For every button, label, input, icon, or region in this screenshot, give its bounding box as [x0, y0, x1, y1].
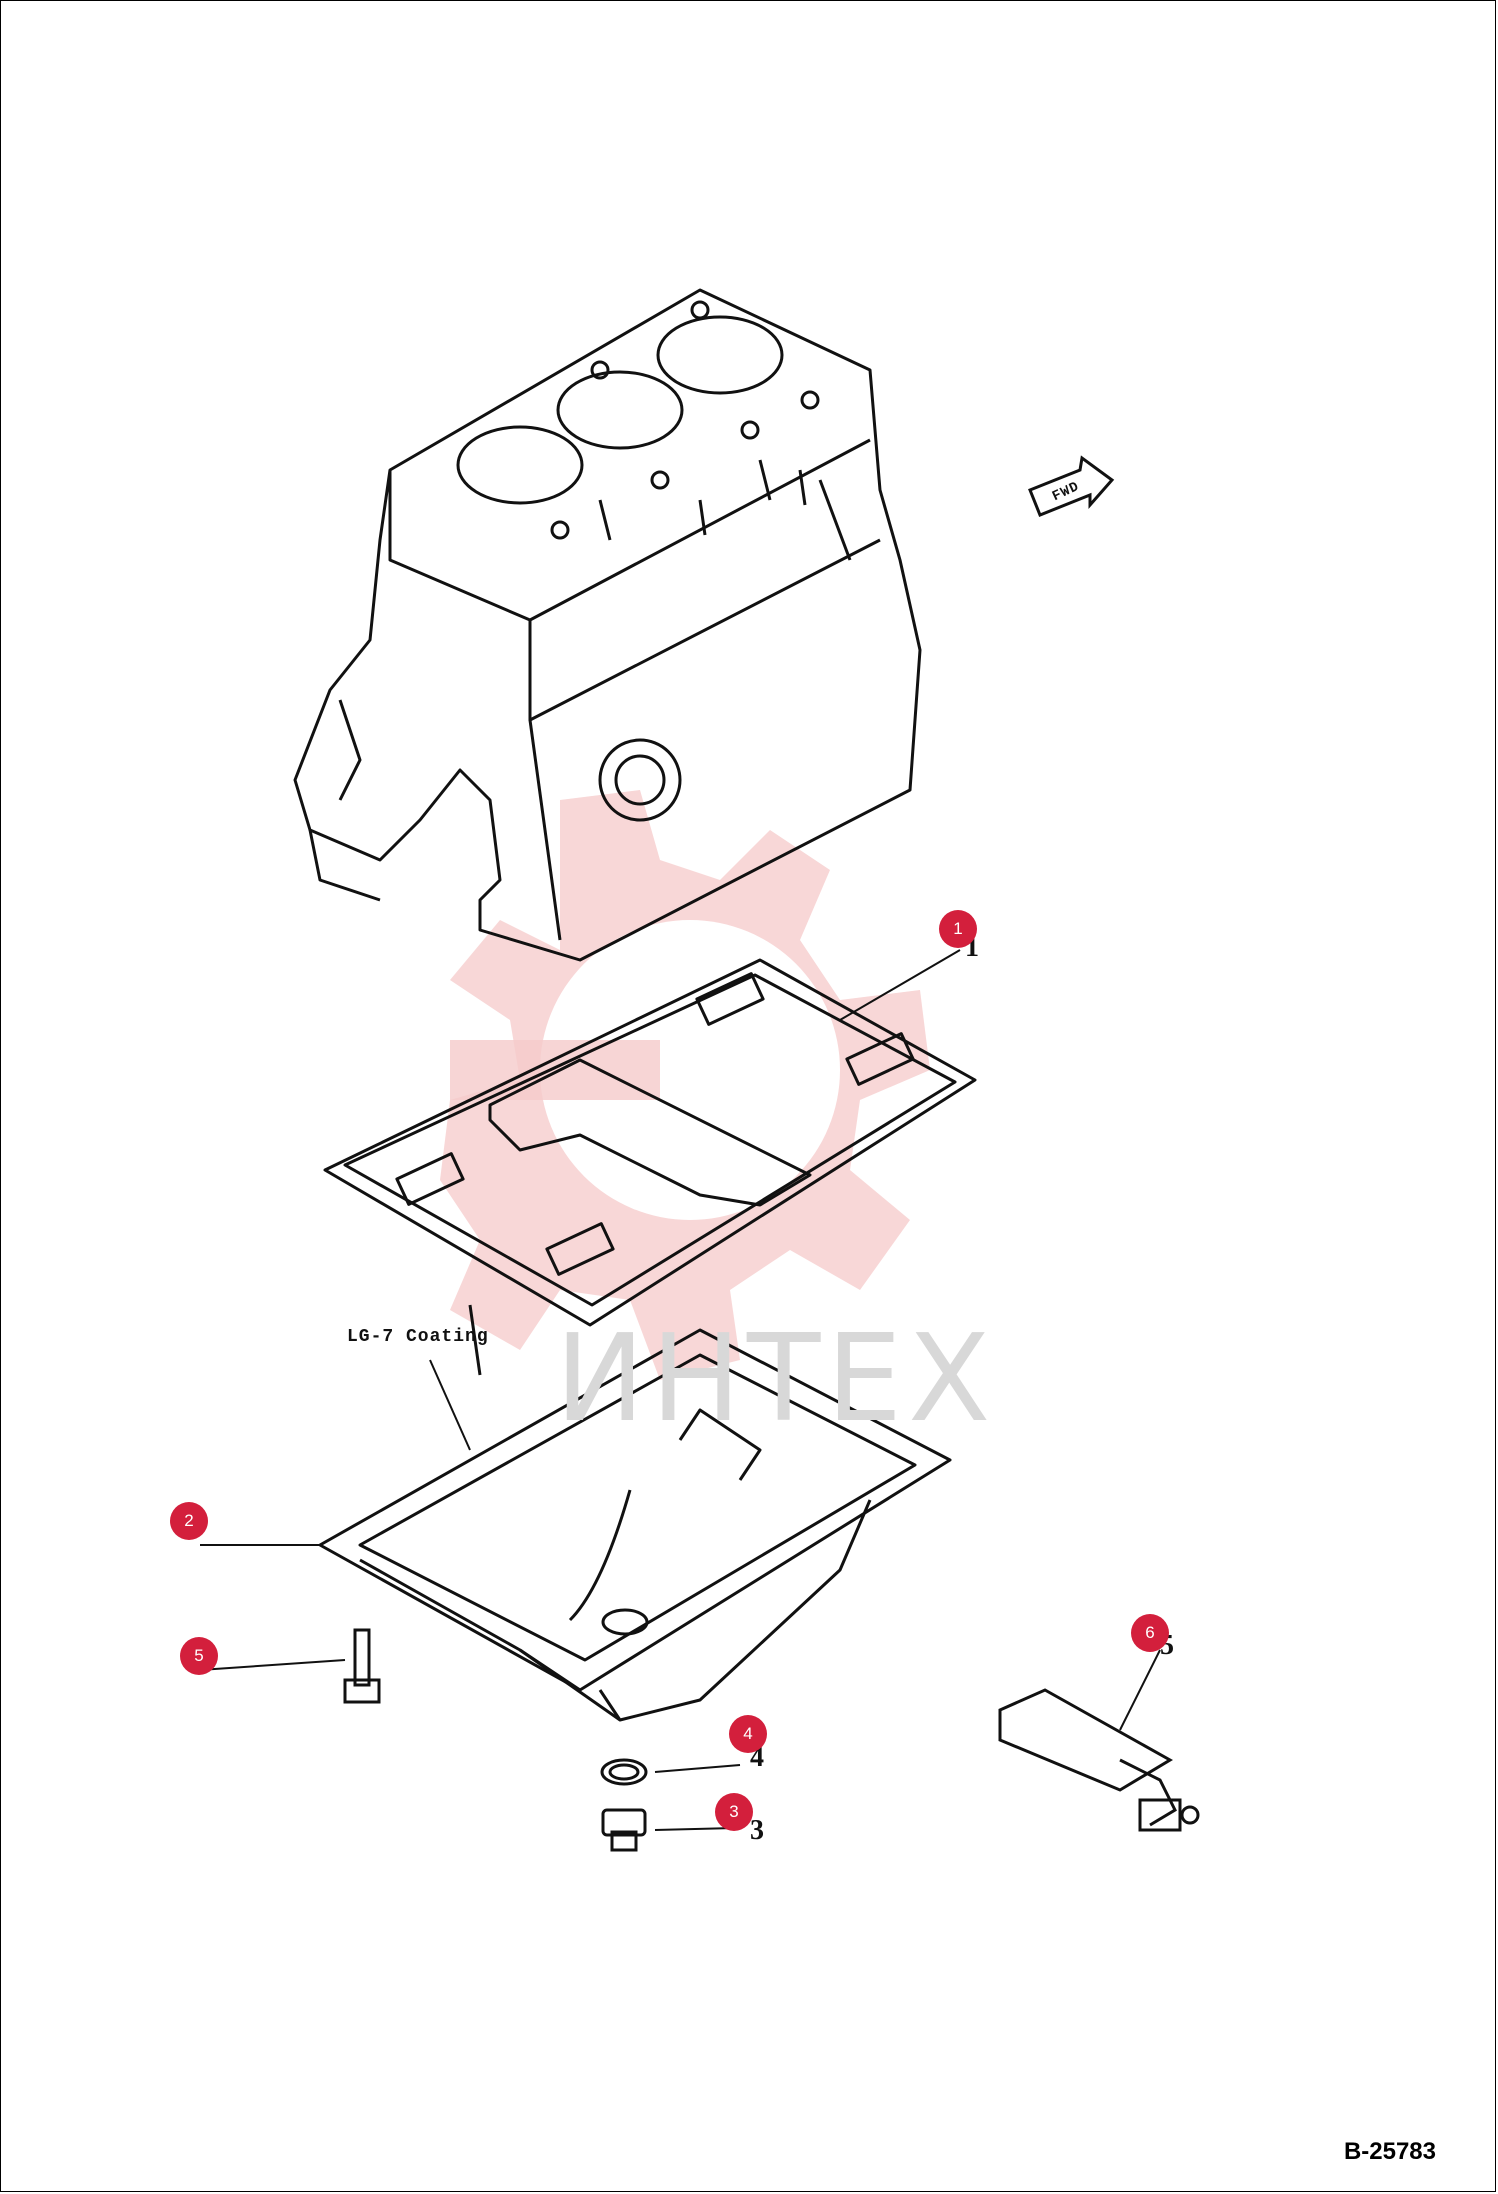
oil-pan-gasket: [323, 958, 977, 1327]
watermark-gear-logo: [440, 790, 930, 1380]
callout-1[interactable]: 1: [939, 910, 977, 948]
tool-part-6: [998, 1688, 1200, 1832]
leader-lines: [199, 949, 1161, 1831]
washer-part-4: [600, 1758, 648, 1786]
part-number-3: 3: [750, 1815, 764, 1846]
fwd-arrow-icon: [1028, 455, 1115, 517]
bolt-part-5: [343, 1628, 381, 1704]
watermark-text: ИНТЕХ: [555, 1310, 997, 1449]
oil-pan: [318, 1304, 952, 1722]
callout-3[interactable]: 3: [715, 1793, 753, 1831]
callout-6[interactable]: 6: [1131, 1614, 1169, 1652]
callout-2[interactable]: 2: [170, 1502, 208, 1540]
engine-block: [293, 288, 922, 962]
callout-4[interactable]: 4: [729, 1715, 767, 1753]
drain-plug-part-3: [601, 1808, 647, 1852]
lg7-coating-label: LG-7 Coating: [347, 1327, 489, 1347]
figure-number: B-25783: [1343, 2138, 1436, 2165]
callout-5[interactable]: 5: [180, 1637, 218, 1675]
